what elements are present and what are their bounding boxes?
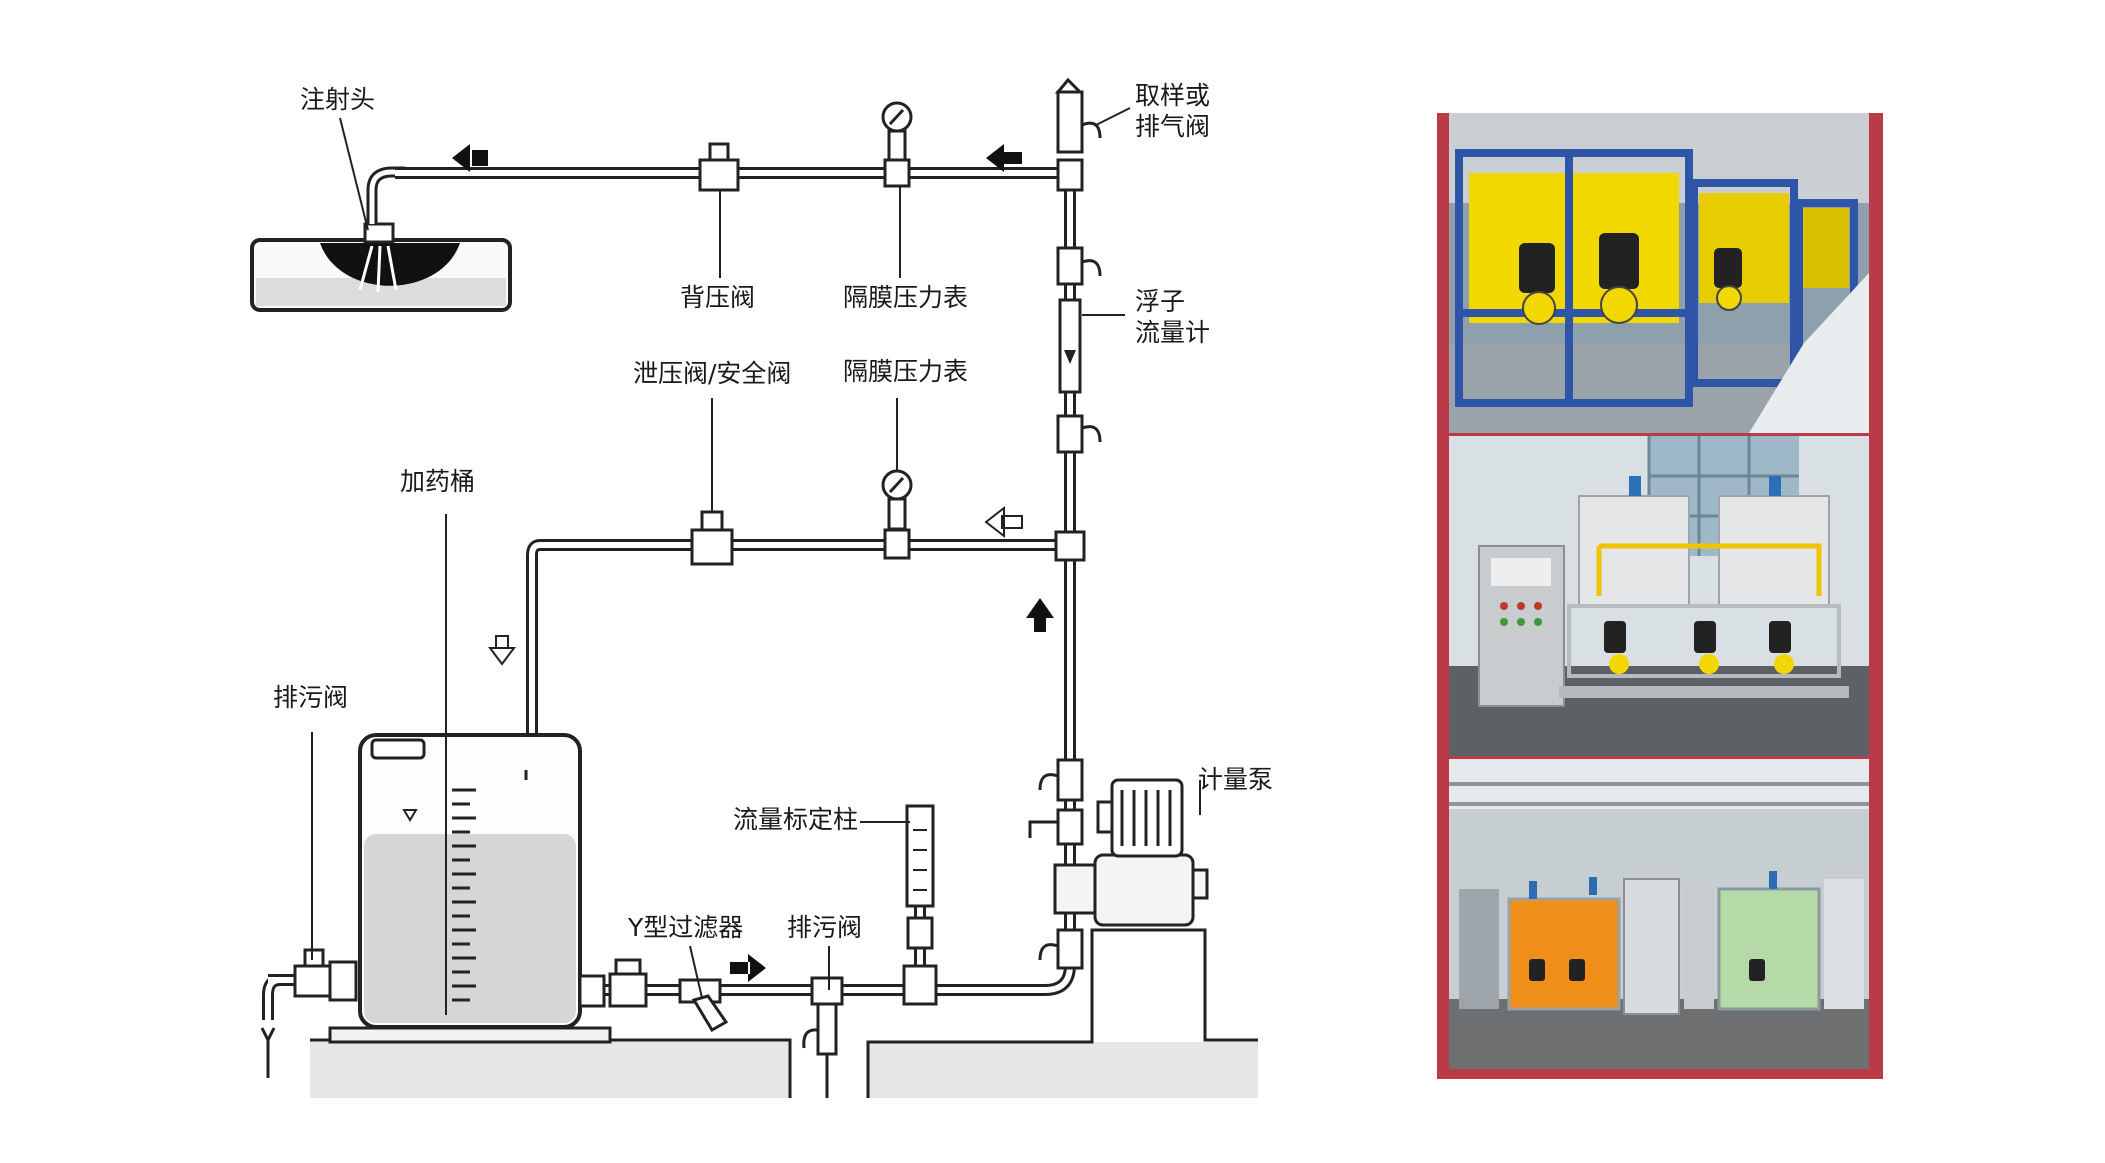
label-float-flowmeter-2: 流量计: [1135, 318, 1211, 347]
label-float-flowmeter-1: 浮子: [1135, 287, 1186, 316]
label-back-pressure-valve: 背压阀: [680, 283, 756, 312]
sample-vent-valve[interactable]: [1054, 77, 1102, 192]
photo-dosing-skid-row: [1449, 113, 1869, 433]
drain-valve-bottom[interactable]: [802, 976, 844, 1098]
label-relief-valve: 泄压阀/安全阀: [633, 359, 792, 388]
photo-water-treatment-room: [1449, 759, 1869, 1069]
label-y-strainer: Y型过滤器: [628, 913, 744, 942]
tank-outlet-valve[interactable]: [578, 958, 648, 1008]
label-diaphragm-gauge-mid: 隔膜压力表: [843, 357, 969, 386]
arrow-left-mid-outline: [984, 505, 1023, 539]
flow-arrows: [452, 144, 1054, 982]
arrow-left-top-1b: [452, 144, 470, 172]
photo-dosing-system-tanks: [1449, 436, 1869, 756]
calibration-column[interactable]: [902, 804, 938, 1006]
label-calibration-column: 流量标定柱: [733, 805, 859, 834]
tee-fitting: [1054, 530, 1086, 562]
ground-slabs: [310, 928, 1258, 1098]
y-strainer[interactable]: [678, 978, 729, 1033]
arrow-right-bottom: [730, 954, 766, 982]
pump-discharge-valves[interactable]: [1028, 758, 1084, 970]
label-sample-vent-valve-1: 取样或: [1135, 81, 1211, 110]
leader-lines: [311, 107, 1131, 1015]
label-metering-pump: 计量泵: [1198, 765, 1274, 794]
label-dosing-tank: 加药桶: [400, 467, 476, 496]
arrow-left-top-1: [452, 150, 488, 166]
injector: [363, 166, 405, 244]
diaphragm-gauge-top[interactable]: [881, 101, 913, 188]
relief-safety-valve[interactable]: [690, 510, 734, 566]
arrow-up: [1026, 598, 1054, 632]
photo-panel: [1437, 113, 1883, 1079]
dosing-tank[interactable]: [358, 733, 582, 1029]
label-diaphragm-gauge-top: 隔膜压力表: [843, 283, 969, 312]
arrow-left-top-2: [986, 144, 1022, 172]
diaphragm-gauge-mid[interactable]: [881, 469, 913, 560]
float-flowmeter[interactable]: [1056, 246, 1102, 454]
arrow-down-outline: [488, 635, 516, 666]
drain-valve-left[interactable]: [260, 948, 358, 1078]
process-pipe: [250, 238, 512, 312]
metering-pump[interactable]: [1053, 778, 1209, 927]
label-injector: 注射头: [300, 85, 376, 114]
label-drain-valve-bottom: 排污阀: [787, 913, 863, 942]
back-pressure-valve[interactable]: [698, 142, 740, 192]
dosing-system-schematic: [250, 77, 1258, 1098]
label-drain-valve-left: 排污阀: [273, 683, 349, 712]
label-sample-vent-valve-2: 排气阀: [1135, 112, 1211, 141]
